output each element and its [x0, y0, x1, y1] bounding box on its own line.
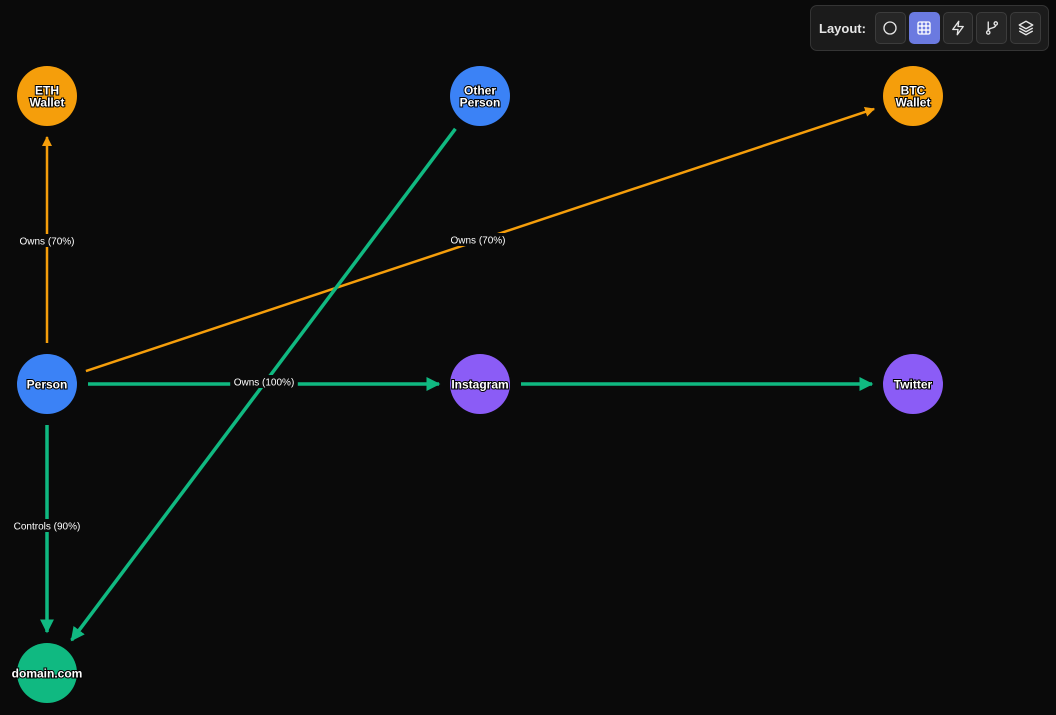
grid-icon — [917, 21, 931, 35]
edge-label-background — [447, 233, 509, 246]
lightning-icon — [952, 20, 964, 36]
edge-label-text: Owns (70%) — [450, 236, 505, 247]
node-eth-circle[interactable] — [17, 66, 77, 126]
edge-label-text: Owns (100%) — [234, 378, 295, 389]
node-instagram-circle[interactable] — [450, 354, 510, 414]
node-twitter-circle[interactable] — [883, 354, 943, 414]
node-instagram[interactable]: Instagram — [450, 354, 510, 414]
node-domain-circle[interactable] — [17, 643, 77, 703]
node-btc-circle[interactable] — [883, 66, 943, 126]
edge-label-text: Controls (90%) — [14, 522, 81, 533]
node-btc-label: Wallet — [896, 96, 931, 110]
layout-toolbar: Layout: — [810, 5, 1049, 51]
node-twitter-label: Twitter — [894, 378, 933, 392]
node-eth-label: Wallet — [30, 96, 65, 110]
layout-grid-button[interactable] — [908, 12, 940, 44]
layout-force-button[interactable] — [942, 12, 974, 44]
branch-icon — [985, 21, 998, 35]
node-other-label: Other — [464, 84, 496, 98]
node-btc-label: BTC — [901, 84, 926, 98]
edge-label-background — [230, 375, 298, 388]
node-eth-label: ETH — [35, 84, 59, 98]
edge-label-text: Owns (70%) — [19, 237, 74, 248]
edge-label-background — [4, 519, 90, 532]
node-domain[interactable]: domain.com — [11, 643, 83, 703]
node-domain-label: domain.com — [12, 667, 83, 681]
edge-label-person-btc: Owns (70%) — [447, 233, 509, 247]
node-instagram-label: Instagram — [451, 378, 508, 392]
layout-label: Layout: — [819, 20, 866, 36]
node-person[interactable]: Person — [17, 354, 77, 414]
node-other-label: Person — [460, 96, 501, 110]
circle-icon — [883, 21, 898, 35]
edge-label-background — [16, 234, 78, 247]
edge-label-person-eth: Owns (70%) — [16, 234, 78, 248]
edge-labels-layer: Owns (70%) Owns (70%) Owns (100%) Controls … — [4, 233, 509, 533]
node-person-circle[interactable] — [17, 354, 77, 414]
layers-icon — [1018, 20, 1034, 36]
node-twitter[interactable]: Twitter — [883, 354, 943, 414]
edge-label-person-instagram: Owns (100%) — [230, 375, 298, 389]
node-person-label: Person — [27, 378, 68, 392]
node-other-circle[interactable] — [450, 66, 510, 126]
layout-layered-button[interactable] — [1010, 12, 1042, 44]
layout-circle-button[interactable] — [874, 12, 906, 44]
layout-hierarchy-button[interactable] — [976, 12, 1008, 44]
edge-label-person-domain: Controls (90%) — [4, 519, 90, 533]
